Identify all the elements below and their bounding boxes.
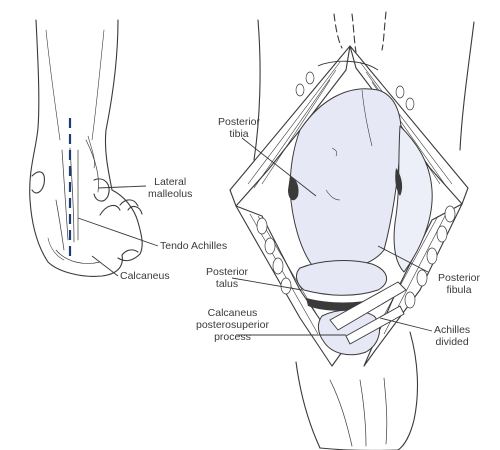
label-line: Posterior (206, 266, 249, 278)
label-tendo-achilles: Tendo Achilles (160, 240, 228, 252)
left-leader-lines (77, 185, 159, 277)
label-line: Posterior (438, 272, 481, 284)
label-posterior-talus: Posterior talus (206, 266, 248, 290)
label-line: talus (215, 278, 239, 290)
label-line: Achilles (434, 324, 471, 336)
label-line: Posterior (218, 116, 261, 128)
fat-globules (256, 71, 456, 309)
achilles-segments (329, 281, 407, 345)
label-calcaneus: Calcaneus (120, 270, 170, 282)
label-achilles-divided: Achilles divided (434, 324, 470, 348)
retractor-top (317, 60, 379, 201)
right-leader-lines (231, 137, 433, 336)
label-line: process (214, 331, 251, 343)
label-line: fibula (446, 284, 472, 296)
label-posterior-tibia: Posterior tibia (218, 116, 260, 140)
label-posterior-fibula: Posterior fibula (438, 272, 480, 296)
label-line: malleolus (148, 188, 193, 200)
left-leg-drawing (29, 19, 143, 277)
label-line: divided (435, 336, 469, 348)
label-lateral-malleolus: Lateral malleolus (148, 176, 192, 200)
label-line: Calcaneus (207, 307, 258, 319)
label-calcaneus-posterosuperior-process: Calcaneus posterosuperior process (196, 307, 269, 343)
label-line: tibia (229, 128, 249, 140)
right-leg-drawing (253, 11, 475, 450)
label-line: Lateral (154, 176, 187, 188)
label-line: posterosuperior (196, 319, 269, 331)
